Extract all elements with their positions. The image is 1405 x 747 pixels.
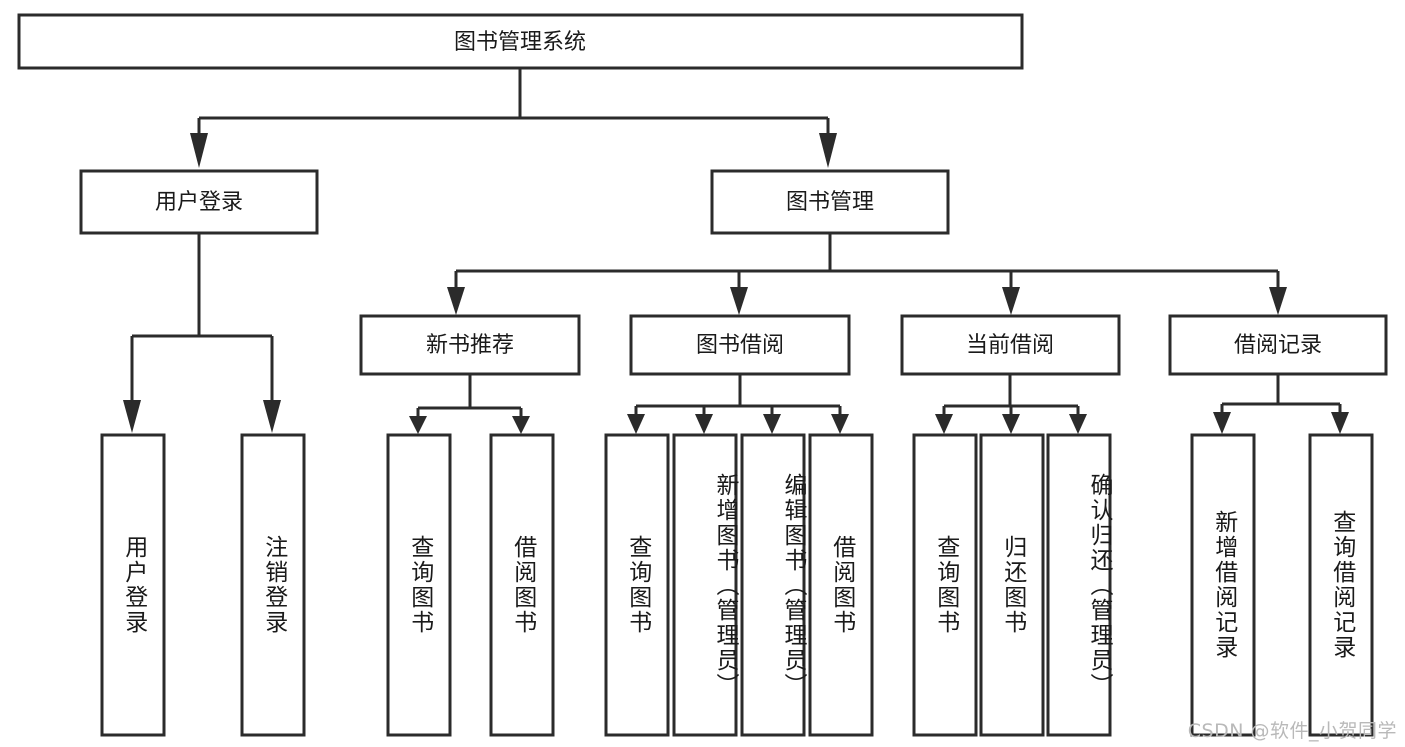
leaf-box-nbr-query-book[interactable] xyxy=(386,433,452,737)
connector-new-book-to-leaves xyxy=(409,374,530,434)
leaf-box-cb-query-book[interactable] xyxy=(912,433,978,737)
book-manage-label: 图书管理 xyxy=(786,190,874,215)
arrow-br-leaf-1 xyxy=(1213,412,1231,434)
arrow-cb-leaf-1 xyxy=(935,414,953,434)
arrow-to-leaf-user-login xyxy=(123,400,141,433)
arrow-cb-leaf-3 xyxy=(1069,414,1087,434)
arrow-br-leaf-2 xyxy=(1331,412,1349,434)
connector-book-manage-to-level3 xyxy=(447,233,1287,315)
user-login-label: 用户登录 xyxy=(155,190,243,215)
leaf-box-br-add-record[interactable] xyxy=(1190,433,1256,737)
borrow-record-label: 借阅记录 xyxy=(1234,333,1322,358)
arrow-to-book-manage xyxy=(819,133,837,168)
leaf-box-bb-add-book[interactable] xyxy=(672,433,738,737)
node-book-manage[interactable]: 图书管理 xyxy=(710,169,950,235)
connector-borrow-record-to-leaves xyxy=(1213,374,1349,434)
arrow-to-user-login xyxy=(190,133,208,168)
connector-current-borrow-to-leaves xyxy=(935,374,1087,434)
arrow-to-current-borrow xyxy=(1002,287,1020,315)
watermark: CSDN @软件_小贺同学 xyxy=(1187,720,1397,742)
arrow-bb-leaf-3 xyxy=(763,414,781,434)
new-book-recommend-label: 新书推荐 xyxy=(426,333,514,358)
current-borrow-label: 当前借阅 xyxy=(966,333,1054,358)
leaf-box-cb-confirm-return[interactable] xyxy=(1046,433,1112,737)
arrow-to-new-book xyxy=(447,287,465,315)
leaf-box-bb-edit-book[interactable] xyxy=(740,433,806,737)
node-root[interactable]: 图书管理系统 xyxy=(17,13,1024,70)
leaf-box-user-login[interactable] xyxy=(100,433,166,737)
node-current-borrow[interactable]: 当前借阅 xyxy=(900,314,1121,376)
leaf-box-br-query-record[interactable] xyxy=(1308,433,1374,737)
new-book-recommend-box[interactable] xyxy=(359,314,581,376)
arrow-bb-leaf-2 xyxy=(695,414,713,434)
book-borrow-label: 图书借阅 xyxy=(696,333,784,358)
arrow-to-borrow-record xyxy=(1269,287,1287,315)
arrow-nbr-leaf-1 xyxy=(409,416,427,434)
leaf-box-nbr-borrow-book[interactable] xyxy=(489,433,555,737)
leaf-box-cb-return-book[interactable] xyxy=(979,433,1045,737)
leaf-box-logout[interactable] xyxy=(240,433,306,737)
arrow-to-leaf-logout xyxy=(263,400,281,433)
leaf-box-bb-borrow-book[interactable] xyxy=(808,433,874,737)
node-borrow-record[interactable]: 借阅记录 xyxy=(1168,314,1388,376)
connector-root-to-level2 xyxy=(190,68,837,168)
arrow-to-book-borrow xyxy=(730,287,748,315)
current-borrow-box[interactable] xyxy=(900,314,1121,376)
node-book-borrow[interactable]: 图书借阅 xyxy=(629,314,851,376)
root-label: 图书管理系统 xyxy=(454,30,586,55)
arrow-cb-leaf-2 xyxy=(1002,414,1020,434)
connector-book-borrow-to-leaves xyxy=(627,374,849,434)
borrow-record-box[interactable] xyxy=(1168,314,1388,376)
book-borrow-box[interactable] xyxy=(629,314,851,376)
arrow-bb-leaf-4 xyxy=(831,414,849,434)
node-new-book-recommend[interactable]: 新书推荐 xyxy=(359,314,581,376)
book-manage-box[interactable] xyxy=(710,169,950,235)
node-user-login[interactable]: 用户登录 xyxy=(79,169,319,235)
connector-user-login-to-leaves xyxy=(123,233,281,433)
root-box[interactable] xyxy=(17,13,1024,70)
arrow-nbr-leaf-2 xyxy=(512,416,530,434)
arrow-bb-leaf-1 xyxy=(627,414,645,434)
leaf-box-bb-query-book[interactable] xyxy=(604,433,670,737)
